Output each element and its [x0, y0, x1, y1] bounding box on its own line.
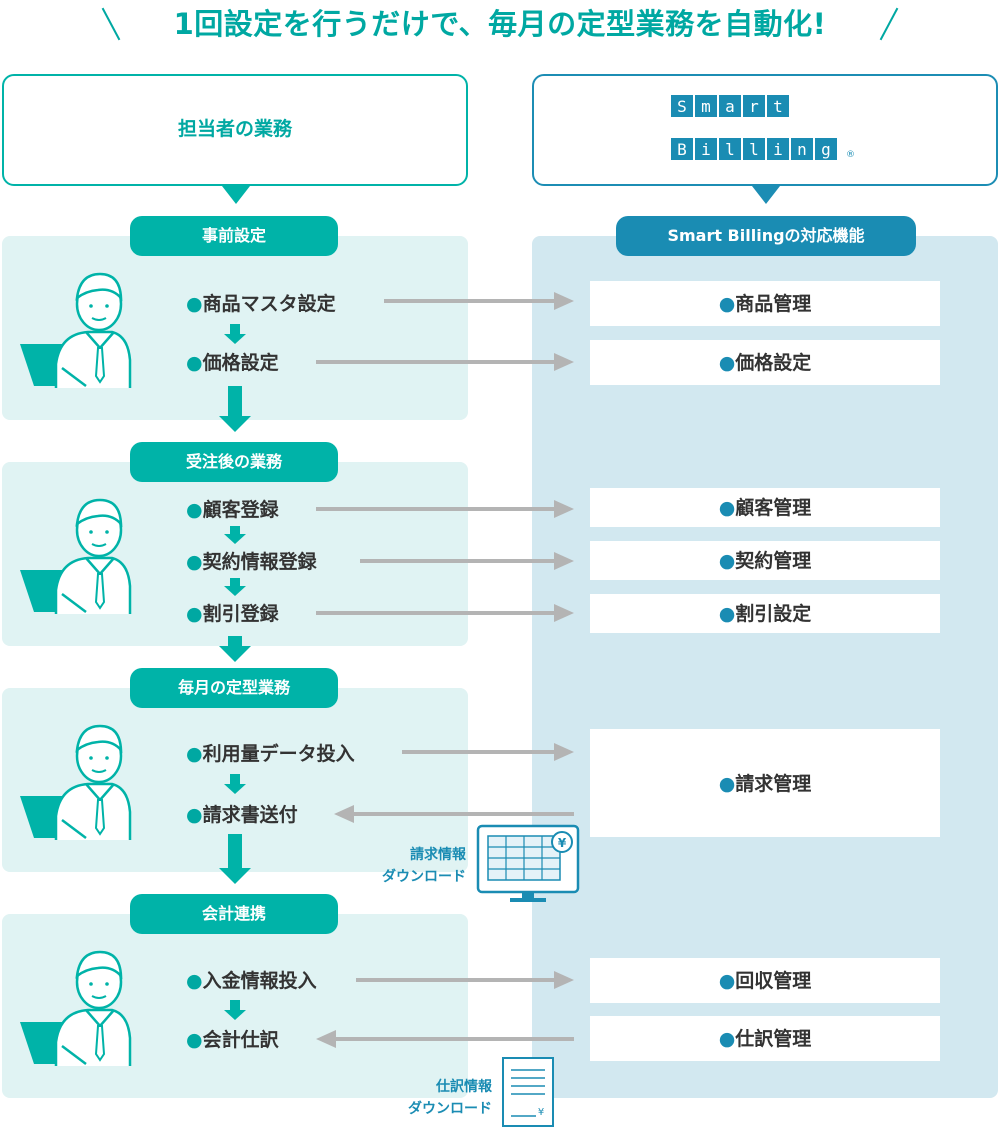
- section-down-arrow: [219, 386, 251, 432]
- section-title-presetup: 事前設定: [130, 216, 338, 256]
- person-with-laptop-icon: [18, 950, 132, 1068]
- staff-tasks-header: 担当者の業務: [2, 74, 468, 186]
- arrow-right: [554, 292, 574, 310]
- journal-download-line2: ダウンロード: [408, 1101, 492, 1117]
- feature-box: 商品管理: [590, 281, 940, 326]
- section-title-post-order: 受注後の業務: [130, 442, 338, 482]
- person-with-laptop-icon: [18, 724, 132, 842]
- right-header-pointer: [752, 186, 780, 204]
- logo-letter: r: [742, 94, 766, 118]
- logo-letter: l: [742, 137, 766, 161]
- feature-box: 価格設定: [590, 340, 940, 385]
- section-title-accounting: 会計連携: [130, 894, 338, 934]
- logo-letter: a: [718, 94, 742, 118]
- step-label: 入金情報投入: [186, 967, 317, 995]
- features-title: Smart Billingの対応機能: [616, 216, 916, 256]
- logo-letter: g: [814, 137, 838, 161]
- step-label: 割引登録: [186, 600, 279, 628]
- document-icon: ¥: [502, 1057, 554, 1127]
- arrow-left: [316, 1030, 336, 1048]
- journal-download-label: 仕訳情報 ダウンロード: [376, 1076, 492, 1120]
- billing-download-label: 請求情報 ダウンロード: [350, 844, 466, 888]
- arrow-left: [334, 805, 354, 823]
- arrow-right: [554, 500, 574, 518]
- step-label: 契約情報登録: [186, 548, 317, 576]
- feature-box: 請求管理: [590, 729, 940, 837]
- logo-letter: l: [718, 137, 742, 161]
- logo-letter: m: [694, 94, 718, 118]
- feature-box: 割引設定: [590, 594, 940, 633]
- feature-box: 回収管理: [590, 958, 940, 1003]
- feature-box: 契約管理: [590, 541, 940, 580]
- feature-label: 商品管理: [590, 289, 940, 316]
- section-title-monthly: 毎月の定型業務: [130, 668, 338, 708]
- small-down-arrow: [224, 526, 246, 544]
- logo-letter: B: [670, 137, 694, 161]
- feature-box: 仕訳管理: [590, 1016, 940, 1061]
- arrow-right: [554, 353, 574, 371]
- arrow-right: [554, 971, 574, 989]
- smart-billing-logo-row2: B i l l i n g: [670, 137, 838, 161]
- billing-download-line1: 請求情報: [410, 847, 466, 863]
- step-label: 利用量データ投入: [186, 740, 355, 768]
- feature-label: 価格設定: [590, 348, 940, 375]
- smart-billing-logo-row1: S m a r t: [670, 94, 790, 118]
- logo-letter: n: [790, 137, 814, 161]
- feature-label: 仕訳管理: [590, 1024, 940, 1051]
- headline: 1回設定を行うだけで、毎月の定型業務を自動化!: [173, 7, 827, 41]
- logo-letter: i: [766, 137, 790, 161]
- feature-label: 割引設定: [590, 599, 940, 626]
- billing-download-line2: ダウンロード: [382, 869, 466, 885]
- journal-download-line1: 仕訳情報: [436, 1079, 492, 1095]
- yen-symbol: ¥: [558, 836, 567, 850]
- step-label: 価格設定: [186, 349, 279, 377]
- registered-mark: ®: [846, 150, 855, 160]
- step-label: 商品マスタ設定: [186, 290, 336, 318]
- step-label: 顧客登録: [186, 496, 279, 524]
- small-down-arrow: [224, 578, 246, 596]
- logo-letter: t: [766, 94, 790, 118]
- step-label: 請求書送付: [186, 801, 298, 829]
- monitor-spreadsheet-icon: ¥: [476, 824, 580, 902]
- person-with-laptop-icon: [18, 498, 132, 616]
- step-label: 会計仕訳: [186, 1026, 279, 1054]
- small-down-arrow: [224, 774, 246, 794]
- arrow-right: [554, 552, 574, 570]
- feature-box: 顧客管理: [590, 488, 940, 527]
- staff-tasks-header-title: 担当者の業務: [177, 118, 292, 140]
- feature-label: 契約管理: [590, 546, 940, 573]
- small-down-arrow: [224, 324, 246, 344]
- feature-label: 請求管理: [590, 769, 940, 796]
- section-down-arrow: [219, 834, 251, 884]
- yen-symbol: ¥: [538, 1107, 544, 1118]
- small-down-arrow: [224, 1000, 246, 1020]
- logo-letter: S: [670, 94, 694, 118]
- feature-label: 回収管理: [590, 966, 940, 993]
- logo-letter: i: [694, 137, 718, 161]
- arrow-right: [554, 604, 574, 622]
- person-with-laptop-icon: [18, 272, 132, 390]
- left-header-pointer: [222, 186, 250, 204]
- section-down-arrow: [219, 636, 251, 662]
- smart-billing-header: [532, 74, 998, 186]
- feature-label: 顧客管理: [590, 493, 940, 520]
- arrow-right: [554, 743, 574, 761]
